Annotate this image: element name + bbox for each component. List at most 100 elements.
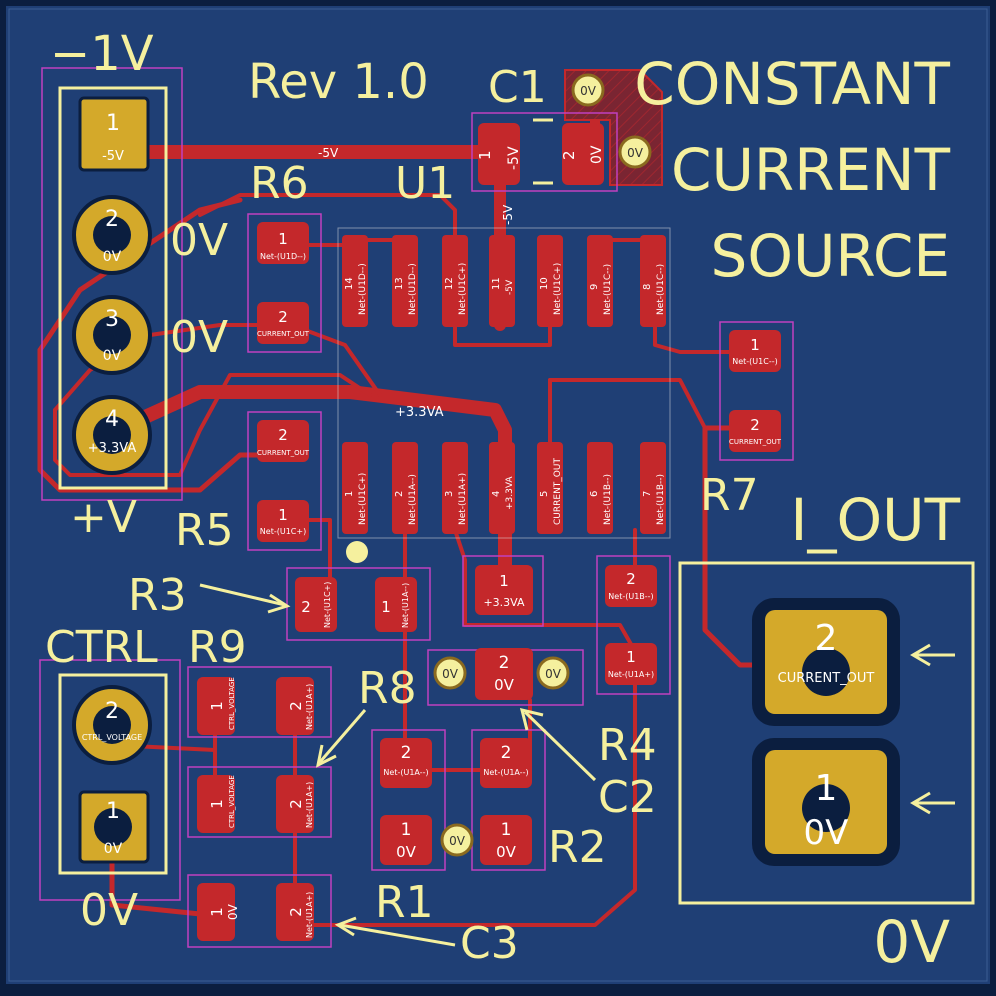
u1-pin-2[interactable] — [392, 442, 418, 534]
r8-pad-1[interactable] — [197, 775, 235, 833]
u1-pin-1[interactable] — [342, 442, 368, 534]
r4-pad-2[interactable] — [605, 565, 657, 607]
ctrl-pin-1[interactable]: 1 0V — [78, 790, 150, 864]
vias: 0V 0V 0V 0V 0V — [433, 73, 652, 857]
label-zero-v-ctrl: 0V — [80, 885, 138, 936]
r4-pad-1[interactable] — [605, 643, 657, 685]
u1-pin-3[interactable] — [442, 442, 468, 534]
r4-p2-net: Net-(U1B--) — [608, 592, 653, 601]
r5-pad-2[interactable] — [257, 420, 309, 462]
r7-pad-1[interactable] — [729, 330, 781, 372]
u1-p13-num: 13 — [394, 277, 405, 290]
u1-p6-net: Net-(U1B--) — [603, 474, 613, 525]
r2-p2-net: Net-(U1A--) — [483, 768, 528, 777]
r3-pad-1[interactable] — [375, 577, 417, 632]
r1-pad-1[interactable] — [380, 815, 432, 865]
r4-p1-net: Net-(U1A+) — [608, 670, 654, 679]
trace-ring-3 — [53, 373, 372, 477]
u1-pin-11[interactable] — [489, 235, 515, 327]
courtyard-layer — [39, 67, 794, 948]
u1-pin-14[interactable] — [342, 235, 368, 327]
u1-pin-8[interactable] — [640, 235, 666, 327]
c3-pad-2[interactable] — [276, 883, 314, 941]
label-zero-v-iout: 0V — [873, 908, 950, 976]
r5-p1-num: 1 — [278, 506, 288, 524]
r6-pad-2[interactable] — [257, 302, 309, 344]
power-connector-courtyard — [41, 67, 183, 501]
power-pin-1[interactable]: 1 -5V — [78, 96, 150, 172]
c1-p1-net: -5V — [506, 146, 522, 170]
u1-p4-net: +3.3VA — [505, 476, 515, 510]
r1-pad-2[interactable] — [380, 738, 432, 788]
r4-p1-num: 1 — [626, 648, 636, 666]
r3-pad-2[interactable] — [295, 577, 337, 632]
r9-pad-1[interactable] — [197, 677, 235, 735]
u1-p11-net: -5V — [505, 279, 515, 295]
smd-pads — [197, 123, 781, 941]
u1-pin-12[interactable] — [442, 235, 468, 327]
r5-pad-1[interactable] — [257, 500, 309, 542]
c2-pad-2[interactable] — [475, 648, 533, 700]
c1-pad-1[interactable] — [478, 123, 520, 185]
iout-pin-2[interactable]: 2 CURRENT_OUT — [752, 598, 900, 726]
r7-pad-2[interactable] — [729, 410, 781, 452]
u1-pin-10[interactable] — [537, 235, 563, 327]
r7-p1-net: Net-(U1C--) — [732, 357, 777, 366]
u1-pin-7[interactable] — [640, 442, 666, 534]
r7-p2-net: CURRENT_OUT — [729, 438, 782, 446]
trace-ring-1 — [37, 347, 285, 493]
r7-p2-num: 2 — [750, 416, 760, 434]
trace-u8-r7 — [653, 323, 752, 354]
r8-courtyard — [187, 766, 332, 838]
u1-pin-13[interactable] — [392, 235, 418, 327]
ctrl-connector: 2 CTRL_VOLTAGE 1 0V — [72, 685, 152, 864]
via-c2a-label: 0V — [442, 667, 459, 681]
c2-arrow-head — [519, 707, 544, 731]
u1-pin-4[interactable] — [489, 442, 515, 534]
r1-p1-net: 0V — [396, 843, 417, 861]
r9-pad-2[interactable] — [276, 677, 314, 735]
power-pin-3-num: 3 — [105, 307, 119, 332]
u1-pin-9[interactable] — [587, 235, 613, 327]
power-pin-1-num: 1 — [106, 111, 120, 136]
u1-pin-5[interactable] — [537, 442, 563, 534]
power-pin-2-net: 0V — [103, 249, 122, 265]
r2-pad-2[interactable] — [480, 738, 532, 788]
u1-p9-net: Net-(U1C--) — [603, 264, 613, 315]
via-r1r2: 0V — [440, 823, 474, 857]
power-pin-3[interactable]: 3 0V — [72, 295, 152, 375]
silk-arrows — [199, 583, 955, 947]
c3top-pad-1[interactable] — [475, 565, 533, 615]
r8-pad-2[interactable] — [276, 775, 314, 833]
c3-p2-net: Net-(U1A+) — [305, 892, 314, 938]
power-pin-2[interactable]: 2 0V — [72, 195, 152, 275]
pin1-marker — [346, 541, 368, 563]
u1-p14-net: Net-(U1D--) — [358, 263, 368, 315]
power-connector-silk — [58, 86, 168, 490]
u1-p12-net: Net-(U1C+) — [458, 263, 468, 315]
u1-pin-6[interactable] — [587, 442, 613, 534]
r9-p2-num: 2 — [287, 701, 305, 711]
title-line-3: SOURCE — [711, 222, 950, 290]
r6-pad-1[interactable] — [257, 222, 309, 264]
ctrl-pin-2[interactable]: 2 CTRL_VOLTAGE — [72, 685, 152, 765]
r4-p2-num: 2 — [626, 570, 636, 588]
ctrl-connector-silk — [58, 673, 168, 875]
c2-p2-num: 2 — [499, 653, 510, 673]
iout-connector-silk — [678, 561, 975, 905]
u1-p8-net: Net-(U1C--) — [656, 264, 666, 315]
r1-p1-num: 1 — [401, 820, 412, 840]
c1-pad-2[interactable] — [562, 123, 604, 185]
r6-p2-net: CURRENT_OUT — [257, 330, 310, 338]
iout-pin-1[interactable]: 1 0V — [752, 738, 900, 866]
u1-p12-num: 12 — [444, 277, 455, 290]
power-pin-4[interactable]: 4 +3.3VA — [72, 395, 152, 475]
c1-courtyard — [471, 112, 618, 192]
trace-r6-current — [303, 328, 382, 397]
ctrl-courtyard — [39, 659, 181, 901]
label-r5: R5 — [175, 505, 234, 556]
c3-pad-1[interactable] — [197, 883, 235, 941]
trace-label-neg5v-vertical: -5V — [501, 204, 515, 225]
r2-pad-1[interactable] — [480, 815, 532, 865]
